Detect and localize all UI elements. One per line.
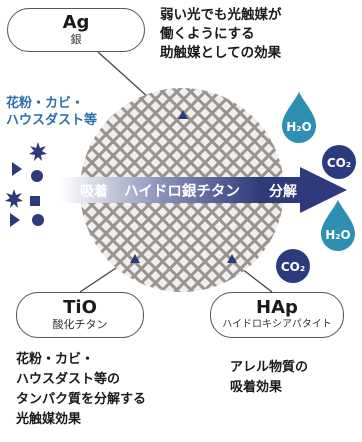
note-ag-line-3: 助触媒としての効果 [160, 45, 282, 61]
active-site-markers [130, 110, 237, 263]
particle-circle-1 [31, 170, 43, 182]
h2o-label-2: H₂O [325, 228, 351, 242]
pollutant-note-line-1: 花粉・カビ・ [6, 96, 85, 111]
co2-molecule-2: CO₂ [276, 249, 310, 283]
h2o-label-1: H₂O [286, 120, 312, 134]
h2o-droplet-2: H₂O [321, 200, 355, 251]
node-tio-name: 酸化チタン [52, 318, 108, 331]
node-ag-name: 銀 [70, 33, 82, 46]
co2-molecule-1: CO₂ [322, 145, 356, 179]
note-ag-line-2: 働くようにする [160, 26, 255, 42]
note-hap-line-1: アレル物質の [230, 360, 309, 375]
marker-hap [227, 254, 237, 263]
process-arrow [60, 167, 347, 213]
particle-star-2 [5, 189, 23, 208]
note-tio-line-4: 光触媒効果 [16, 412, 82, 427]
catalyst-label: ハイドロ銀チタン [124, 182, 240, 200]
node-hap-symbol: HAp [256, 297, 298, 318]
marker-tio [130, 254, 140, 263]
pollutant-note: 花粉・カビ・ ハウスダスト等 [6, 95, 97, 129]
note-tio-line-1: 花粉・カビ・ [16, 352, 95, 367]
pollutant-note-line-2: ハウスダスト等 [6, 113, 98, 128]
co2-label-1: CO₂ [327, 156, 351, 170]
particle-square-1 [30, 196, 40, 206]
node-ag: Ag 銀 [7, 8, 145, 52]
particle-triangle-2 [10, 213, 20, 227]
note-hap-line-2: 吸着効果 [230, 380, 283, 395]
note-tio: 花粉・カビ・ ハウスダスト等の タンパク質を分解する 光触媒効果 [16, 350, 146, 430]
note-tio-line-2: ハウスダスト等の [16, 372, 121, 387]
particle-triangle-1 [12, 162, 22, 176]
note-tio-line-3: タンパク質を分解する [16, 392, 147, 407]
adsorption-label: 吸着 [80, 183, 108, 200]
node-tio: TiO 酸化チタン [16, 292, 144, 338]
marker-ag [178, 110, 188, 119]
note-ag: 弱い光でも光触媒が 働くようにする 助触媒としての効果 [160, 6, 282, 63]
note-hap: アレル物質の 吸着効果 [230, 358, 308, 398]
h2o-droplet-1: H₂O [282, 92, 316, 143]
node-ag-symbol: Ag [62, 12, 90, 33]
node-tio-symbol: TiO [63, 297, 97, 318]
node-hap-name: ハイドロキシアパタイト [222, 319, 332, 330]
co2-label-2: CO₂ [281, 260, 305, 274]
node-hap: HAp ハイドロキシアパタイト [210, 292, 344, 338]
pollutant-particles [5, 142, 47, 227]
particle-circle-2 [32, 214, 44, 226]
decomposition-label: 分解 [269, 183, 297, 200]
note-ag-line-1: 弱い光でも光触媒が [160, 7, 282, 23]
particle-star-1 [29, 142, 47, 161]
